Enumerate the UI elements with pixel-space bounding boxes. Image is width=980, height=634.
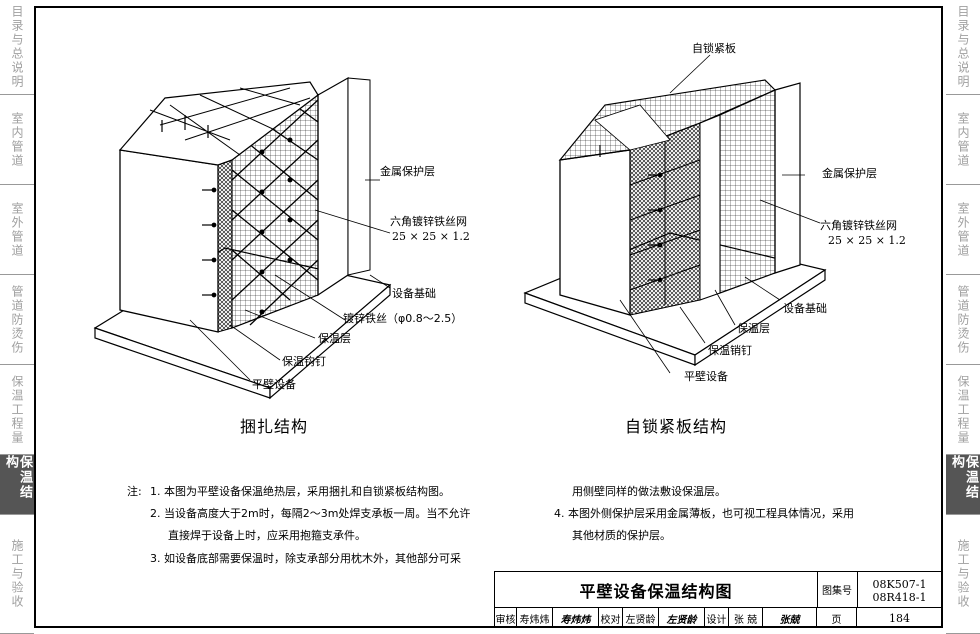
label-base-left: 设备基础: [392, 287, 436, 300]
review-label: 审核: [495, 608, 517, 628]
page-label: 页: [817, 608, 857, 628]
sidebar-tab-1[interactable]: 室内管道: [946, 95, 980, 185]
reviewer-signature: 寿炜炜: [553, 608, 599, 628]
atlas-number-1: 08K507-1: [872, 577, 927, 591]
sidebar-tab-label: 保温结构: [949, 455, 978, 500]
sidebar-tab-4[interactable]: 保温工程量: [0, 365, 34, 455]
note-2a: 2. 当设备高度大于2m时，每隔2～3m处焊支承板一周。当不允许: [150, 507, 471, 520]
self-locking-plate-drawing: [523, 54, 827, 374]
caption-self-locking: 自锁紧板结构: [625, 417, 728, 436]
label-insulation-right: 保温层: [737, 322, 770, 335]
atlas-number-2: 08R418-1: [872, 590, 927, 604]
label-mesh-left: 六角镀锌铁丝网: [390, 215, 467, 228]
sidebar-tab-4[interactable]: 保温工程量: [946, 365, 980, 455]
caption-bundled: 捆扎结构: [240, 417, 309, 436]
sidebar-tab-5[interactable]: 保温结构: [946, 455, 980, 515]
label-hook-left: 保温钩钉: [282, 355, 326, 368]
designer-signature: 张兢: [763, 608, 817, 628]
label-wire-left: 镀锌铁丝（φ0.8～2.5）: [343, 312, 463, 325]
note-1: 1. 本图为平壁设备保温绝热层，采用捆扎和自锁紧板结构图。: [150, 485, 450, 498]
label-mesh-right: 六角镀锌铁丝网: [820, 219, 897, 232]
checker-name: 左贤龄: [623, 608, 659, 628]
sidebar-tab-label: 目录与总说明: [10, 5, 24, 89]
label-equipment-left: 平壁设备: [252, 378, 296, 391]
sidebar-tab-5[interactable]: 保温结构: [0, 455, 34, 515]
title-block: 平壁设备保温结构图 图集号 08K507-1 08R418-1 审核 寿炜炜 寿…: [494, 571, 943, 628]
sidebar-tab-label: 保温工程量: [956, 374, 970, 445]
design-label: 设计: [705, 608, 729, 628]
sidebar-tab-1[interactable]: 室内管道: [0, 95, 34, 185]
sidebar-tab-label: 室内管道: [956, 111, 970, 168]
sidebar-tab-label: 管道防烫伤: [956, 284, 970, 355]
note-3a: 3. 如设备底部需要保温时，除支承部分用枕木外，其他部分可采: [150, 552, 461, 565]
sidebar-left: 目录与总说明室内管道室外管道管道防烫伤保温工程量保温结构施工与验收: [0, 0, 34, 634]
sidebar-tab-3[interactable]: 管道防烫伤: [0, 275, 34, 365]
reviewer-name: 寿炜炜: [517, 608, 553, 628]
page-number: 184: [889, 611, 910, 625]
sidebar-tab-6[interactable]: 施工与验收: [0, 515, 34, 634]
note-3b: 用侧壁同样的做法敷设保温层。: [572, 485, 726, 498]
atlas-number: 08K507-1 08R418-1: [857, 574, 942, 607]
sidebar-tab-6[interactable]: 施工与验收: [946, 515, 980, 634]
sidebar-tab-label: 保温结构: [3, 455, 32, 500]
note-2b: 直接焊于设备上时，应采用抱箍支承件。: [168, 529, 366, 542]
sidebar-tab-label: 管道防烫伤: [10, 284, 24, 355]
sidebar-tab-3[interactable]: 管道防烫伤: [946, 275, 980, 365]
sidebar-tab-label: 室外管道: [10, 201, 24, 258]
drawing-frame: [34, 6, 943, 628]
label-base-right: 设备基础: [783, 302, 827, 315]
designer-name: 张 兢: [729, 608, 763, 628]
label-insulation-left: 保温层: [318, 332, 351, 345]
checker-signature: 左贤龄: [659, 608, 705, 628]
label-mesh-size-left: 25 × 25 × 1.2: [392, 230, 470, 243]
atlas-label: 图集号: [817, 572, 858, 607]
sidebar-tab-label: 保温工程量: [10, 374, 24, 445]
label-metal-layer-right: 金属保护层: [822, 167, 877, 180]
sidebar-tab-0[interactable]: 目录与总说明: [0, 0, 34, 95]
sidebar-tab-label: 室外管道: [956, 201, 970, 258]
sidebar-tab-label: 目录与总说明: [956, 5, 970, 89]
label-mesh-size-right: 25 × 25 × 1.2: [828, 234, 906, 247]
drawing-title: 平壁设备保温结构图: [495, 572, 818, 607]
signature-row: 审核 寿炜炜 寿炜炜 校对 左贤龄 左贤龄 设计 张 兢 张兢 页 184: [495, 607, 942, 628]
label-lock-plate: 自锁紧板: [692, 42, 736, 55]
sidebar-tab-label: 室内管道: [10, 111, 24, 168]
note-4b: 其他材质的保护层。: [572, 529, 671, 542]
label-pin-right: 保温销钉: [708, 344, 752, 357]
notes-prefix: 注:: [127, 485, 142, 498]
note-4a: 4. 本图外侧保护层采用金属薄板，也可视工程具体情况，采用: [554, 507, 854, 520]
check-label: 校对: [599, 608, 623, 628]
sidebar-tab-2[interactable]: 室外管道: [946, 185, 980, 275]
sidebar-tab-0[interactable]: 目录与总说明: [946, 0, 980, 95]
sidebar-right: 目录与总说明室内管道室外管道管道防烫伤保温工程量保温结构施工与验收: [946, 0, 980, 634]
sidebar-tab-label: 施工与验收: [10, 539, 24, 609]
sidebar-tab-label: 施工与验收: [956, 539, 970, 609]
bundled-structure-drawing: [93, 76, 392, 400]
sidebar-tab-2[interactable]: 室外管道: [0, 185, 34, 275]
label-equipment-right: 平壁设备: [684, 370, 728, 383]
label-metal-layer-left: 金属保护层: [380, 165, 435, 178]
